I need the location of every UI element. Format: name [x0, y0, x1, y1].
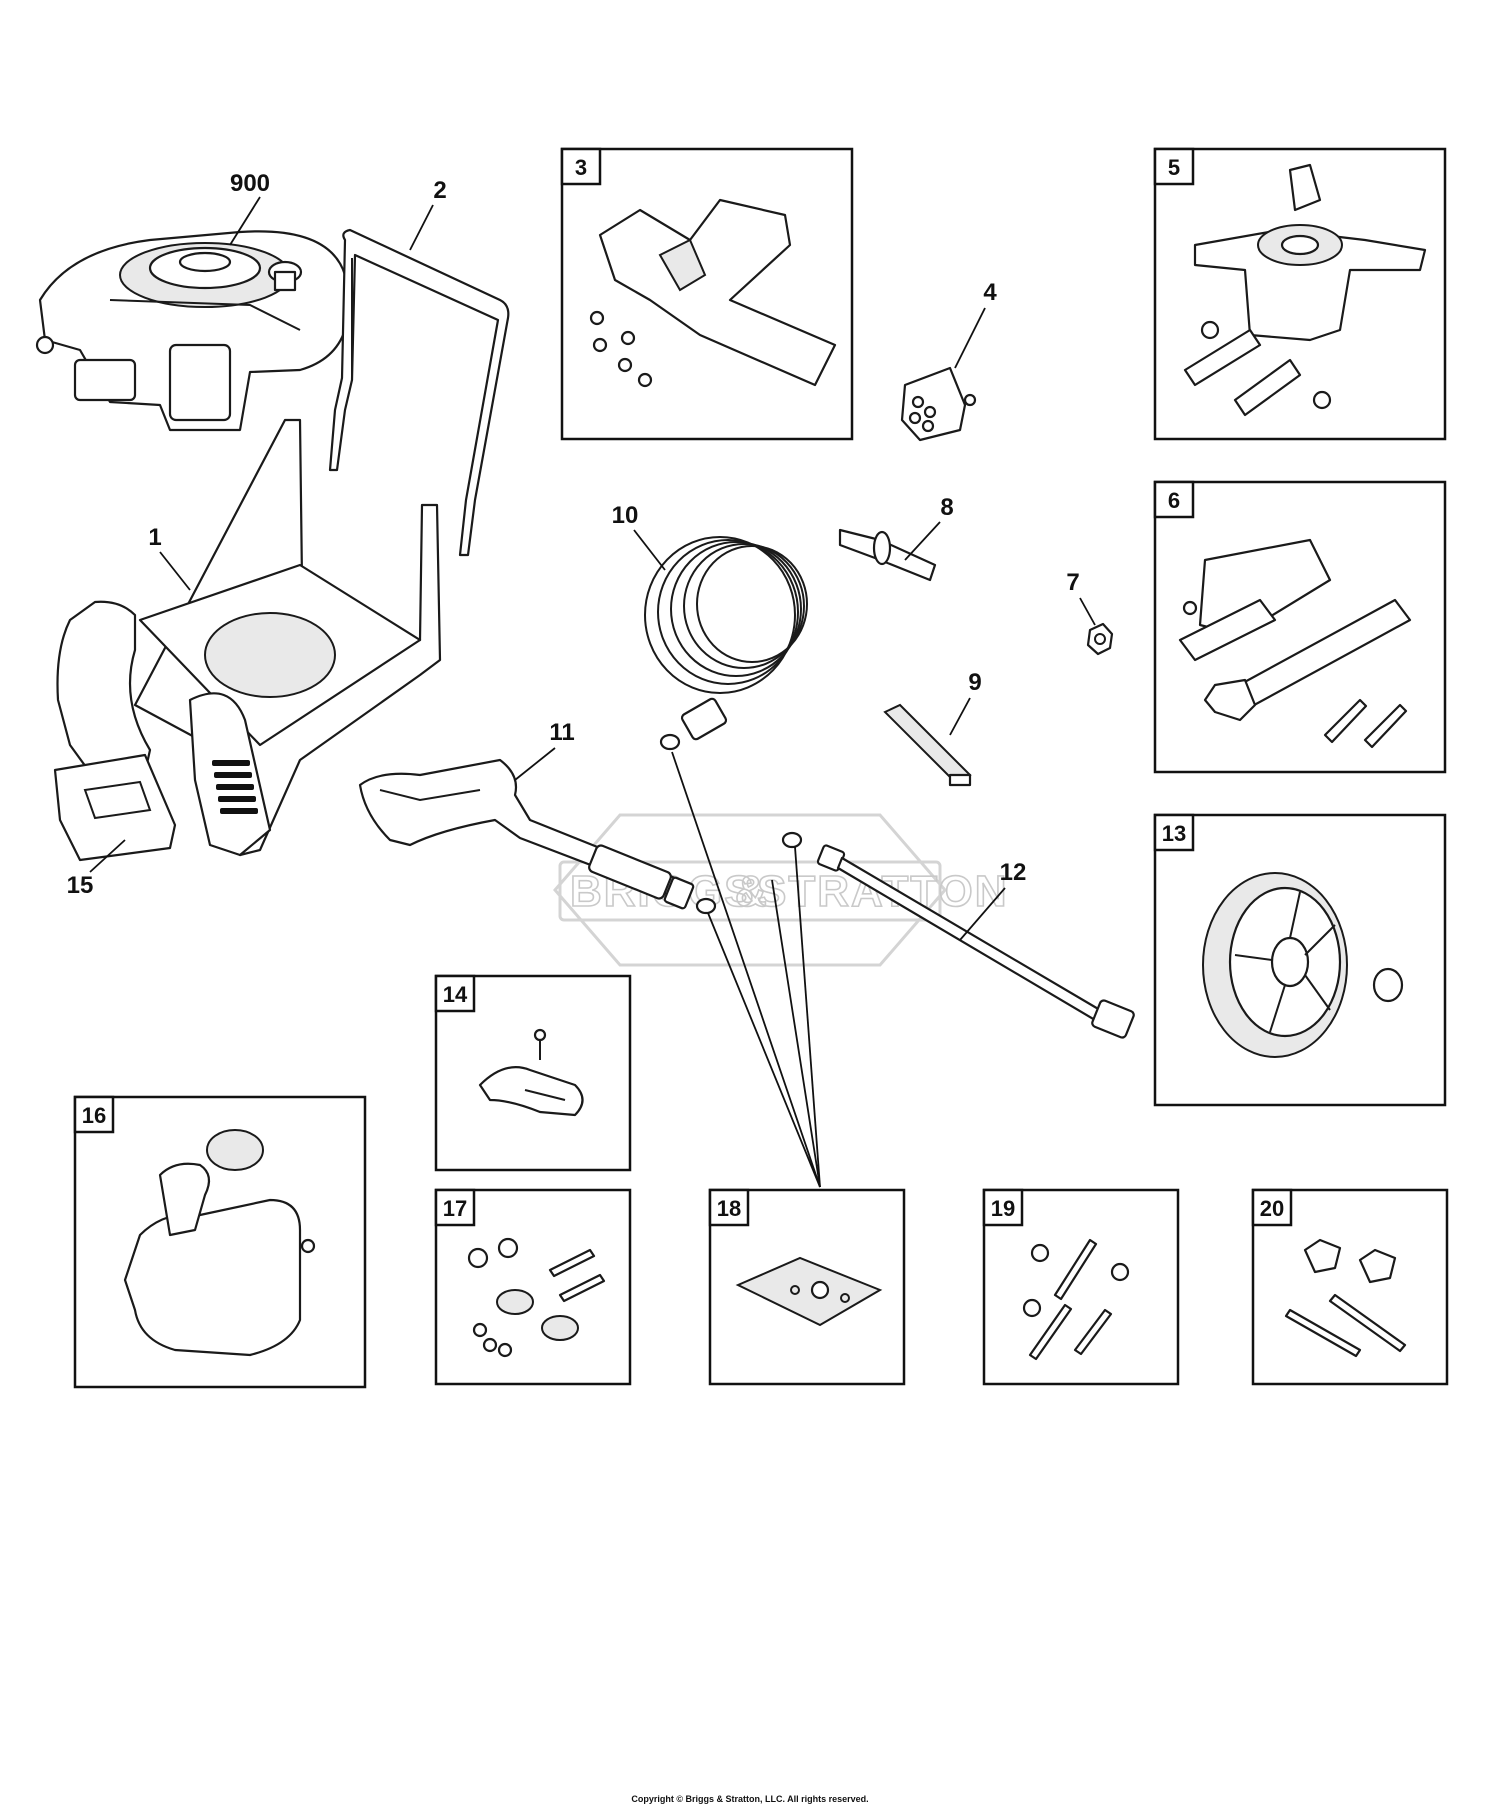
- box-5: 5: [1153, 147, 1447, 441]
- callout-900: 900: [230, 170, 270, 197]
- box-19: 19: [982, 1188, 1180, 1386]
- box-3: 3: [560, 147, 854, 441]
- copyright-footer: Copyright © Briggs & Stratton, LLC. All …: [631, 1794, 869, 1804]
- box-5-tag: 5: [1168, 155, 1180, 180]
- callout-11: 11: [549, 719, 574, 746]
- callout-4: 4: [983, 279, 997, 306]
- shaft-drawing: [838, 528, 937, 582]
- callout-10: 10: [612, 502, 639, 529]
- frame-drawing: [56, 418, 442, 857]
- box-16: 16: [73, 1095, 367, 1389]
- plate-drawing: [53, 753, 177, 862]
- strap-drawing: [883, 703, 972, 784]
- box-17: 17: [434, 1188, 632, 1386]
- engine-drawing: [35, 230, 347, 432]
- handle-drawing: [328, 228, 510, 557]
- box-20: 20: [1251, 1188, 1449, 1386]
- box-18: 18: [708, 1188, 906, 1386]
- box-14-tag: 14: [443, 982, 468, 1007]
- callout-2: 2: [433, 177, 446, 204]
- box-18-tag: 18: [717, 1196, 741, 1221]
- box-16-tag: 16: [82, 1103, 106, 1128]
- box-20-tag: 20: [1260, 1196, 1284, 1221]
- box-6: 6: [1153, 480, 1447, 774]
- lance-drawing: [781, 831, 1135, 1039]
- box-13-tag: 13: [1162, 821, 1186, 846]
- box-19-tag: 19: [991, 1196, 1015, 1221]
- callout-15: 15: [67, 872, 94, 899]
- hose-drawing: [644, 536, 808, 751]
- spray-gun-drawing: [358, 758, 717, 915]
- callout-8: 8: [940, 494, 953, 521]
- callout-9: 9: [968, 669, 981, 696]
- nut-drawing: [1086, 622, 1114, 656]
- box-3-tag: 3: [575, 155, 587, 180]
- callout-12: 12: [1000, 859, 1027, 886]
- box-17-tag: 17: [443, 1196, 467, 1221]
- callout-7: 7: [1066, 569, 1079, 596]
- nozzle-drawing: [900, 366, 977, 442]
- watermark-amp: &: [735, 867, 769, 916]
- box-6-tag: 6: [1168, 488, 1180, 513]
- callout-1: 1: [148, 524, 161, 551]
- o-ring-leaders: [671, 751, 821, 1188]
- box-13: 13: [1153, 813, 1447, 1107]
- box-14: 14: [434, 974, 632, 1172]
